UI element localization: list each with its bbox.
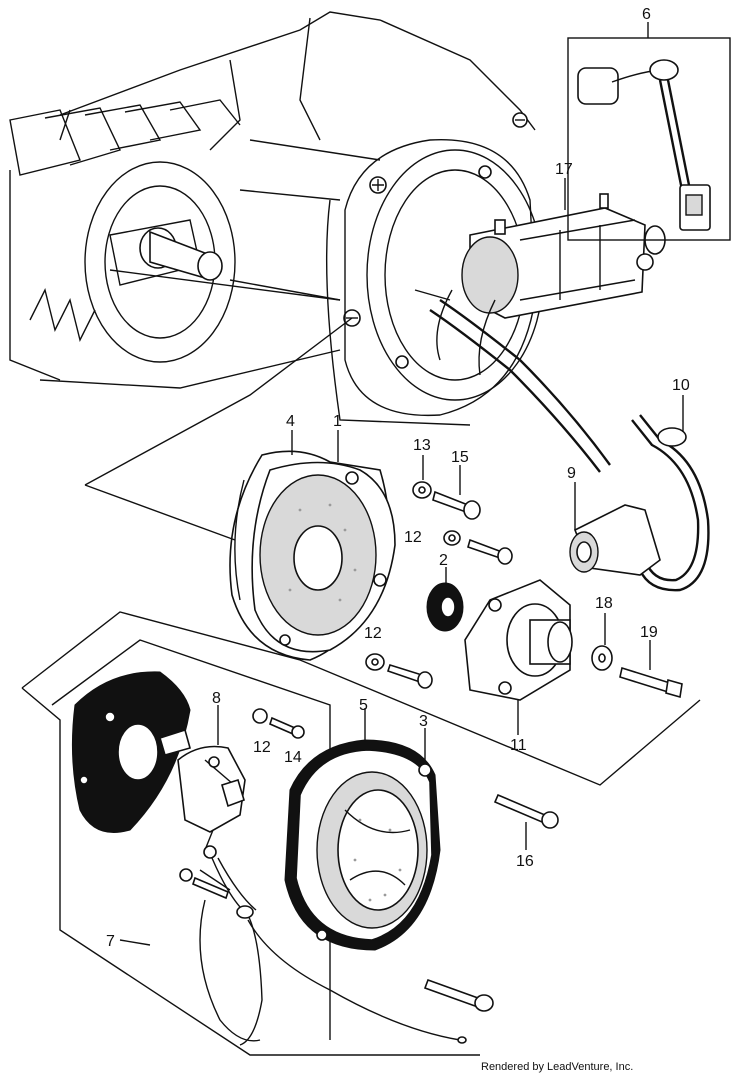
part-7-contact-base	[71, 671, 191, 833]
callout-6: 6	[642, 6, 651, 23]
callout-15: 15	[451, 449, 469, 466]
callout-10: 10	[672, 377, 690, 394]
callout-16: 16	[516, 853, 534, 870]
part-9-plug-cap	[569, 504, 661, 576]
part-18-washer-icon	[591, 645, 613, 671]
callout-3: 3	[419, 713, 428, 730]
part-11-rotor	[464, 579, 573, 701]
part-13-washer-icon	[412, 481, 432, 499]
part-10-plug-lead	[631, 414, 710, 592]
part-19-bolt-icon	[619, 666, 683, 699]
callout-12: 12	[364, 625, 382, 642]
part-8-contact-breaker	[177, 745, 467, 1046]
part-15-screw-icon	[432, 490, 481, 520]
part-6-inset	[567, 37, 731, 241]
explode-guide-lines	[21, 269, 701, 1056]
engine-crankcase	[9, 11, 544, 426]
callout-17: 17	[555, 161, 573, 178]
part-12-washer-icon	[365, 653, 385, 671]
part-14-screw-icon	[269, 716, 305, 739]
callout-13: 13	[413, 437, 431, 454]
part-16-bolt-icon	[493, 793, 559, 829]
callout-12: 12	[404, 529, 422, 546]
part-2-ring	[426, 582, 464, 632]
callout-leaders	[217, 22, 684, 850]
callout-2: 2	[439, 552, 448, 569]
screw-icon	[467, 538, 513, 565]
callout-11: 11	[510, 737, 527, 754]
callout-4: 4	[286, 413, 295, 430]
callout-18: 18	[595, 595, 613, 612]
part-3-generator-cover	[295, 749, 433, 941]
callout-labels: 1 4 13 15 12 2 12 9 10 17 6 18 19 11 8 5…	[106, 6, 690, 950]
bolt-icon	[423, 978, 494, 1012]
part-12-washer-icon	[252, 708, 268, 724]
render-credit: Rendered by LeadVenture, Inc.	[481, 1061, 633, 1073]
callout-7: 7	[106, 933, 115, 950]
callout-12: 12	[253, 739, 271, 756]
screw-icon	[386, 664, 433, 689]
callout-19: 19	[640, 624, 658, 641]
callout-14: 14	[284, 749, 302, 766]
callout-8: 8	[212, 690, 221, 707]
part-1-stator	[251, 461, 396, 653]
part-12-washer-icon	[443, 530, 461, 546]
part-17-ignition-coil	[414, 193, 666, 473]
callout-1: 1	[333, 413, 342, 430]
callout-5: 5	[359, 697, 368, 714]
callout-9: 9	[567, 465, 576, 482]
